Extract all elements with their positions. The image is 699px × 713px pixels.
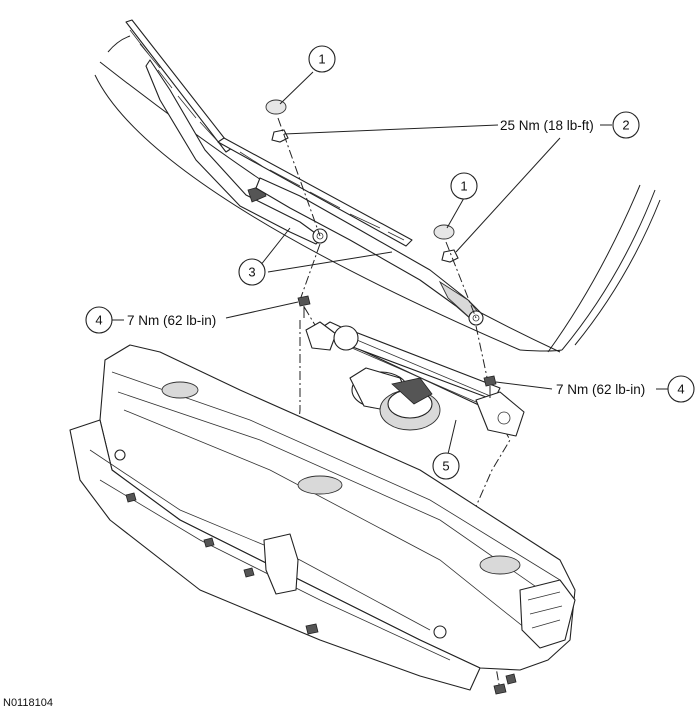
callout-1-upper-label: 1 — [318, 52, 325, 67]
callout-1-upper: 1 — [308, 45, 336, 73]
callout-2-label: 2 — [622, 118, 629, 133]
pivot-caps — [265, 99, 459, 263]
right-wiper-blade — [217, 137, 413, 247]
torque-arm-nut: 25 Nm (18 lb-ft) — [500, 118, 594, 133]
cowl-panel — [99, 344, 576, 671]
figure-id: N0118104 — [3, 697, 53, 709]
callout-5: 5 — [432, 452, 460, 480]
leader-lines — [112, 71, 668, 455]
callout-3: 3 — [238, 258, 266, 286]
callout-1-lower: 1 — [450, 172, 478, 200]
wiper-motor-linkage — [305, 321, 525, 437]
callout-2: 2 — [612, 111, 640, 139]
callout-5-label: 5 — [442, 459, 449, 474]
torque-right-bolt: 7 Nm (62 lb-in) — [556, 382, 645, 397]
right-wiper-arm — [255, 177, 484, 326]
callout-4-left: 4 — [85, 306, 113, 334]
mounting-bolts — [297, 295, 497, 398]
callout-3-label: 3 — [248, 265, 255, 280]
callout-4-right-label: 4 — [677, 382, 684, 397]
lower-cowl-bracket — [69, 419, 517, 695]
callout-4-right: 4 — [667, 375, 695, 403]
callout-4-left-label: 4 — [95, 313, 102, 328]
callout-1-lower-label: 1 — [460, 179, 467, 194]
torque-left-bolt: 7 Nm (62 lb-in) — [127, 313, 216, 328]
